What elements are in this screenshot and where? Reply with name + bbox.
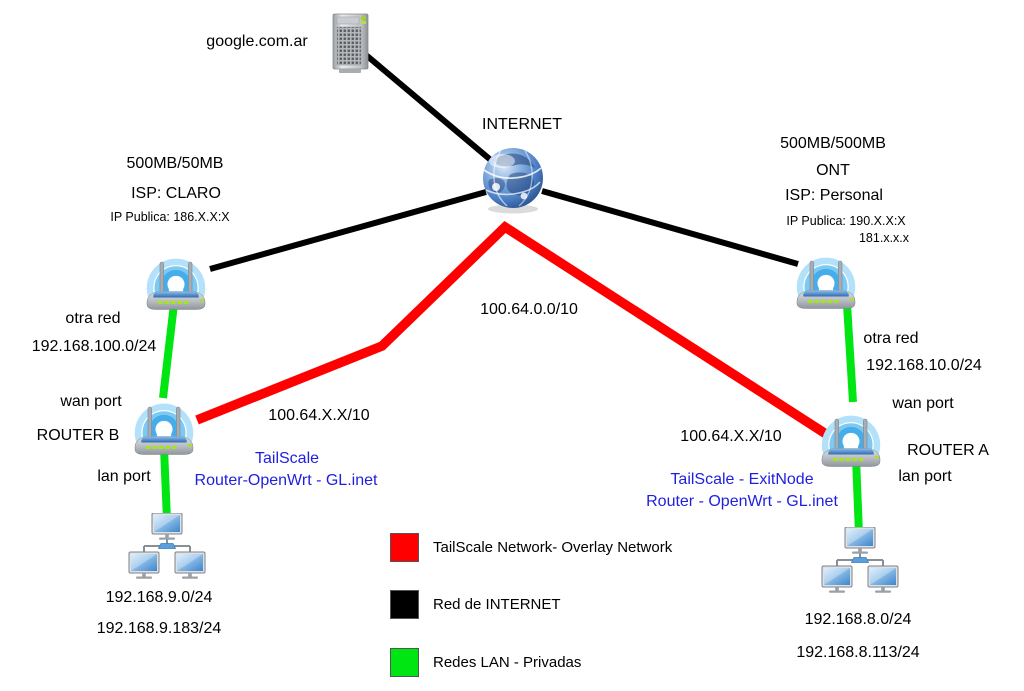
- right-lan-port-label: lan port: [898, 467, 952, 485]
- left-lan-port-label: lan port: [97, 467, 151, 485]
- right-isp-label: ISP: Personal: [785, 186, 883, 204]
- right-tailscale-line2-label: Router - OpenWrt - GL.inet: [646, 492, 838, 510]
- right-wan-port-label: wan port: [892, 394, 954, 412]
- legend-item-internet: Red de INTERNET: [390, 590, 561, 619]
- left-wan-port-label: wan port: [60, 392, 122, 410]
- router-a-wireless-router-icon: [816, 398, 886, 470]
- server-label: google.com.ar: [206, 32, 308, 50]
- lan-left-lan-line: [160, 447, 171, 521]
- left-isp-label: ISP: CLARO: [131, 184, 221, 202]
- router-a-label: ROUTER A: [907, 441, 989, 459]
- tailscale-overlay-line: [195, 220, 829, 438]
- left-tailscale-line1-label: TailScale: [254, 449, 320, 467]
- right-otra-red-subnet-label: 192.168.10.0/24: [866, 356, 982, 374]
- left-otra-red-label: otra red: [65, 309, 121, 327]
- lan-right-wan-line: [843, 303, 857, 403]
- left-otra-red-subnet-label: 192.168.100.0/24: [31, 337, 157, 355]
- legend-swatch-lan: [390, 648, 419, 677]
- legend-label-tailscale: TailScale Network- Overlay Network: [433, 539, 673, 556]
- right-modem-wireless-router-icon: [791, 240, 861, 312]
- left-public-ip-label: IP Publica: 186.X.X:X: [110, 209, 230, 224]
- server-icon: [331, 13, 371, 75]
- right-lan-subnet-label: 192.168.8.0/24: [804, 610, 912, 628]
- left-tailscale-ip-label: 100.64.X.X/10: [268, 406, 370, 424]
- right-lan-host-label: 192.168.8.113/24: [796, 643, 920, 661]
- internet-link-left-modem-line: [209, 189, 487, 272]
- router-b-label: ROUTER B: [36, 426, 120, 444]
- legend-swatch-internet: [390, 590, 419, 619]
- right-otra-red-label: otra red: [863, 329, 919, 347]
- legend-label-internet: Red de INTERNET: [433, 596, 561, 613]
- right-tailscale-line1-label: TailScale - ExitNode: [670, 470, 814, 488]
- router-b-wireless-router-icon: [129, 386, 199, 458]
- left-lan-subnet-label: 192.168.9.0/24: [105, 588, 213, 606]
- legend-label-lan: Redes LAN - Privadas: [433, 654, 582, 671]
- tailscale-subnet-label: 100.64.0.0/10: [480, 300, 578, 318]
- right-public-ip-label: IP Publica: 190.X.X:X: [786, 213, 906, 228]
- legend-swatch-tailscale: [390, 533, 419, 562]
- left-tailscale-line2-label: Router-OpenWrt - GL.inet: [194, 471, 378, 489]
- legend-item-tailscale: TailScale Network- Overlay Network: [390, 533, 672, 562]
- right-tailscale-ip-label: 100.64.X.X/10: [680, 427, 782, 445]
- legend-item-lan: Redes LAN - Privadas: [390, 648, 581, 677]
- lan-left-wan-line: [159, 303, 178, 399]
- right-ont-label: ONT: [816, 161, 850, 179]
- internet-link-server-line: [364, 52, 507, 175]
- left-speed-label: 500MB/50MB: [126, 154, 224, 172]
- internet-label: INTERNET: [482, 115, 562, 133]
- left-lan-host-label: 192.168.9.183/24: [96, 619, 222, 637]
- right-public-ip2-label: 181.x.x.x: [858, 230, 910, 245]
- right-speed-label: 500MB/500MB: [780, 134, 886, 152]
- internet-link-right-modem-line: [541, 188, 799, 267]
- right-lan-computers-icon: [820, 527, 900, 599]
- lan-right-lan-line: [852, 457, 863, 535]
- left-modem-wireless-router-icon: [141, 241, 211, 313]
- globe-icon: [477, 146, 549, 216]
- left-lan-computers-icon: [127, 513, 207, 585]
